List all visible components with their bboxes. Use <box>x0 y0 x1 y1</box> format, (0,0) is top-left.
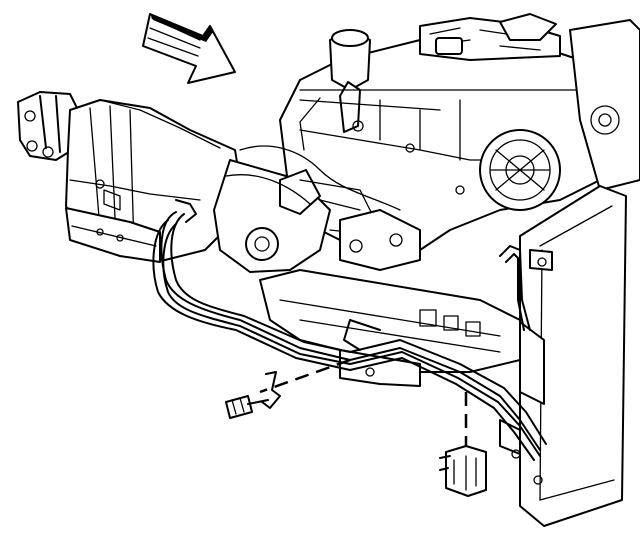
quick-connect-fitting <box>439 445 487 497</box>
line-retaining-clip <box>225 371 281 419</box>
transmission <box>17 91 241 263</box>
transmission-cooler-lines <box>152 199 547 461</box>
direction-arrow <box>142 13 236 84</box>
radiator <box>499 185 627 527</box>
leader-lines <box>259 358 468 450</box>
engine <box>213 13 640 387</box>
